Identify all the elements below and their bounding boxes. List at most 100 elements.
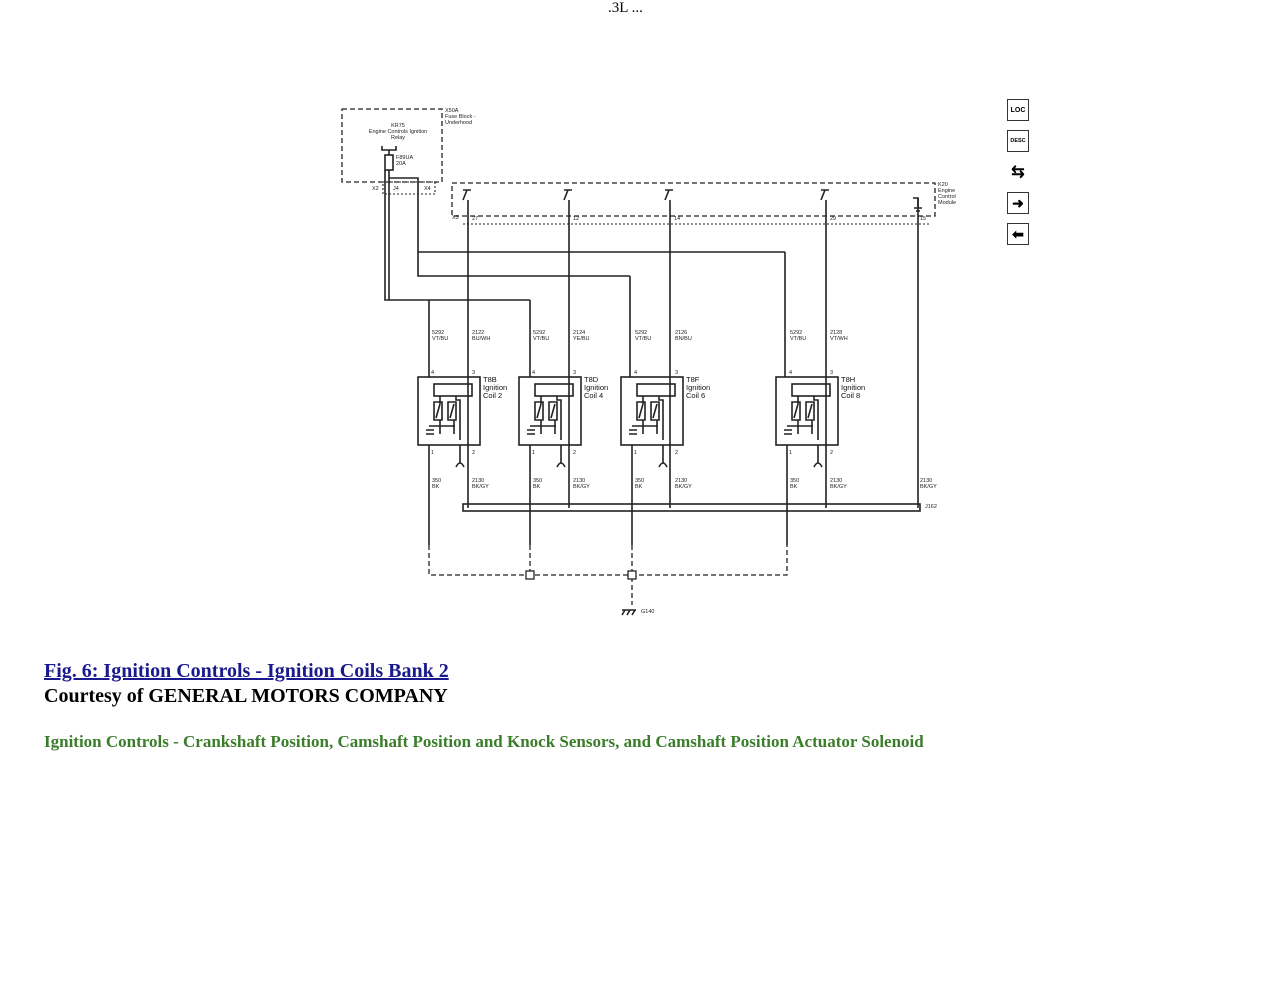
ecm-name-3: Module	[938, 200, 956, 206]
ground-color: BK	[635, 484, 643, 490]
return-circuit: 2130	[675, 478, 687, 484]
coil-name-2: Coil 2	[483, 391, 502, 400]
relay-id: KR75	[391, 123, 405, 129]
pin-1: 1	[789, 450, 792, 456]
courtesy-text: Courtesy of GENERAL MOTORS COMPANY	[44, 685, 448, 707]
conn-x4: X4	[424, 186, 431, 192]
wiring-diagram: X50A Fuse Block - Underhood KR75 Engine …	[341, 108, 956, 616]
connector-icon: ⇆	[1011, 164, 1025, 181]
ecm-pin-14: 14	[674, 216, 680, 222]
pin-4: 4	[532, 370, 535, 376]
return-circuit: 2130	[573, 478, 585, 484]
coil-internals-icon	[784, 396, 823, 468]
conn-x2: X2	[372, 186, 379, 192]
pin-3: 3	[472, 370, 475, 376]
ground-color: BK	[533, 484, 541, 490]
coil-name-2: Coil 8	[841, 391, 860, 400]
pin-2: 2	[573, 450, 576, 456]
coil-internals-icon	[426, 396, 465, 468]
coil-id: T8H	[841, 375, 855, 384]
fuse-icon	[384, 154, 394, 171]
x4-connector-outline	[382, 181, 436, 195]
pin-4: 4	[789, 370, 792, 376]
conn-x3: X3	[452, 215, 459, 221]
ground-circuit: 350	[432, 478, 441, 484]
ground-color: BK	[790, 484, 798, 490]
splice-j162	[462, 503, 921, 512]
ecm-pin-29: 29	[830, 216, 836, 222]
pin-1: 1	[532, 450, 535, 456]
connector-button[interactable]: ⇆	[1007, 161, 1029, 183]
coil-name-2: Coil 6	[686, 391, 705, 400]
pin-2: 2	[472, 450, 475, 456]
coil-name-1: Ignition	[584, 383, 608, 392]
coil-id: T8F	[686, 375, 700, 384]
feed-circuit: 5292	[533, 330, 545, 336]
next-button[interactable]: ➜	[1007, 192, 1029, 214]
ecm-outline	[451, 182, 936, 217]
pin-4: 4	[431, 370, 434, 376]
figure-caption-link[interactable]: Fig. 6: Ignition Controls - Ignition Coi…	[44, 660, 449, 682]
ground-circuit: 350	[790, 478, 799, 484]
splice-label: J162	[925, 504, 937, 510]
coil-internals-icon	[527, 396, 566, 468]
pin-2: 2	[675, 450, 678, 456]
feed-color: VT/BU	[790, 336, 806, 342]
feed-circuit: 5292	[432, 330, 444, 336]
fuse-rating: 20A	[396, 161, 406, 167]
pin-3: 3	[830, 370, 833, 376]
feed-wires	[384, 170, 786, 377]
control-color: YE/BU	[573, 336, 590, 342]
coil-name-1: Ignition	[483, 383, 507, 392]
feed-circuit: 5292	[635, 330, 647, 336]
return-circuit: 2130	[472, 478, 484, 484]
coil-id: T8B	[483, 375, 497, 384]
return-color: BK/GY	[675, 484, 692, 490]
ecm-ground-color: BK/GY	[920, 484, 937, 490]
control-circuit: 2128	[830, 330, 842, 336]
coil-name-2: Coil 4	[584, 391, 603, 400]
coil-internals-icon	[629, 396, 668, 468]
loc-icon: LOC	[1010, 106, 1026, 114]
ecm-id: K20	[938, 182, 948, 188]
control-circuit: 2126	[675, 330, 687, 336]
arrow-left-icon: ⬅	[1012, 225, 1024, 242]
fuse-id: F89UA	[396, 155, 413, 161]
feed-color: VT/BU	[635, 336, 651, 342]
ecm-pin-27: 27	[472, 216, 478, 222]
relay-name-1: Engine Controls Ignition	[369, 129, 427, 135]
pin-2: 2	[830, 450, 833, 456]
ecm-ground-circuit: 2130	[920, 478, 932, 484]
next-section-link[interactable]: Ignition Controls - Crankshaft Position,…	[44, 732, 924, 751]
fuse-block-outline	[341, 108, 443, 183]
ground-icon	[621, 609, 636, 616]
control-color: BU/WH	[472, 336, 490, 342]
pin-3: 3	[573, 370, 576, 376]
prev-button[interactable]: ⬅	[1007, 223, 1029, 245]
return-color: BK/GY	[472, 484, 489, 490]
ground-circuit: 350	[635, 478, 644, 484]
ground-circuit: 350	[533, 478, 542, 484]
ground-wiring	[428, 545, 788, 605]
pin-3: 3	[675, 370, 678, 376]
fuse-block-name-2: Underhood	[445, 120, 472, 126]
fuse-block-id: X50A	[445, 108, 459, 114]
feed-color: VT/BU	[533, 336, 549, 342]
ecm-name-2: Control	[938, 194, 956, 200]
pin-1: 1	[431, 450, 434, 456]
coil-name-1: Ignition	[686, 383, 710, 392]
arrow-right-icon: ➜	[1012, 194, 1024, 211]
loc-button[interactable]: LOC	[1007, 99, 1029, 121]
desc-button[interactable]: DESC	[1007, 130, 1029, 152]
coil-id: T8D	[584, 375, 599, 384]
pin-1: 1	[634, 450, 637, 456]
side-toolbar: LOC DESC ⇆ ➜ ⬅	[1007, 99, 1031, 245]
page-header: .3L ...	[608, 0, 643, 16]
conn-j4: J4	[393, 186, 399, 192]
ecm-name-1: Engine	[938, 188, 955, 194]
